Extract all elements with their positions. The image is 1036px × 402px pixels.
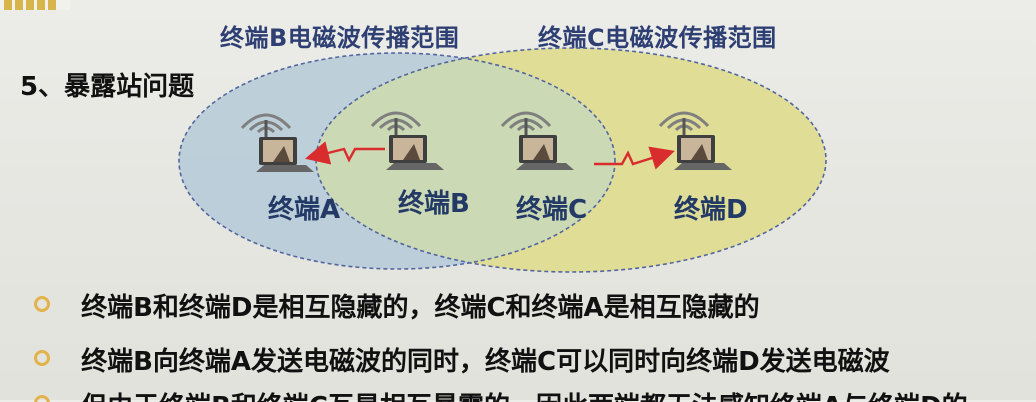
bullet-text-2: 终端B向终端A发送电磁波的同时，终端C可以同时向终端D发送电磁波 (81, 347, 890, 377)
bullet-circle-icon (34, 350, 50, 366)
bullet-item-2: 终端B向终端A发送电磁波的同时，终端C可以同时向终端D发送电磁波 (34, 341, 890, 378)
terminal-c-label: 终端C (516, 189, 587, 226)
bullet-text-3: 但由于终端B和终端C互是相互暴露的，因此两端都无法感知终端A与终端D的 (81, 392, 968, 402)
terminal-d-label: 终端D (674, 189, 748, 226)
terminal-b-label: 终端B (398, 183, 470, 220)
bullet-circle-icon (34, 395, 50, 402)
bullet-circle-icon (34, 296, 50, 312)
bullet-item-1: 终端B和终端D是相互隐藏的，终端C和终端A是相互隐藏的 (34, 287, 760, 324)
terminal-a-label: 终端A (268, 189, 340, 226)
bullet-text-1: 终端B和终端D是相互隐藏的，终端C和终端A是相互隐藏的 (81, 293, 760, 323)
